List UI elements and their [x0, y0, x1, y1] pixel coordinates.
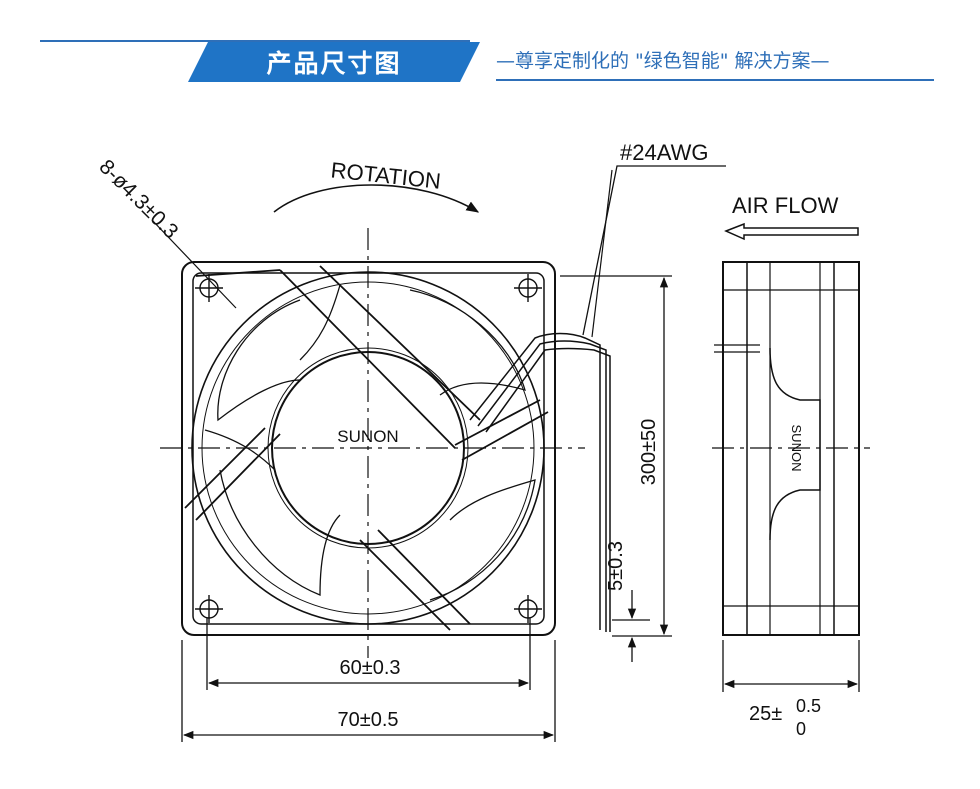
- strip-length-dimension: 5±0.3: [605, 541, 627, 591]
- depth-dimension-upper: 0.5: [796, 696, 821, 716]
- hole-spec-label: 8-ø4.3±0.3: [94, 155, 182, 243]
- lead-wires: [469, 332, 611, 632]
- depth-dimension-lower: 0: [796, 719, 806, 739]
- rotation-arrow: [273, 184, 480, 213]
- brand-side: SUNON: [789, 425, 804, 472]
- lead-length-dimension: 300±50: [638, 419, 660, 486]
- airflow-label: AIR FLOW: [732, 193, 839, 218]
- header-bottom-rule: [496, 79, 934, 81]
- outer-width-dimension: 70±0.5: [337, 709, 398, 731]
- depth-dimension: [722, 640, 860, 692]
- header-slogan: —尊享定制化的 "绿色智能" 解决方案—: [496, 50, 830, 72]
- depth-dimension-base: 25±: [749, 703, 782, 725]
- wire-leader: [582, 165, 726, 336]
- front-view: [151, 165, 726, 658]
- page-header: 产品尺寸图 —尊享定制化的 "绿色智能" 解决方案—: [0, 0, 980, 110]
- brand-front: SUNON: [337, 427, 398, 446]
- side-view: [712, 222, 870, 636]
- mounting-holes: [195, 274, 542, 623]
- rotation-label: ROTATION: [330, 157, 442, 193]
- wire-spec-label: #24AWG: [620, 140, 708, 165]
- header-top-rule: [40, 40, 470, 42]
- centerlines: [160, 228, 585, 658]
- fan-blades: [204, 284, 536, 601]
- inner-width-dimension: 60±0.3: [339, 657, 400, 679]
- airflow-arrow: [724, 222, 859, 241]
- dimension-lines: [181, 275, 672, 742]
- title-banner: 产品尺寸图: [188, 42, 480, 82]
- hole-leader: [151, 219, 237, 309]
- side-hub: [769, 347, 821, 541]
- page-title: 产品尺寸图: [266, 49, 402, 78]
